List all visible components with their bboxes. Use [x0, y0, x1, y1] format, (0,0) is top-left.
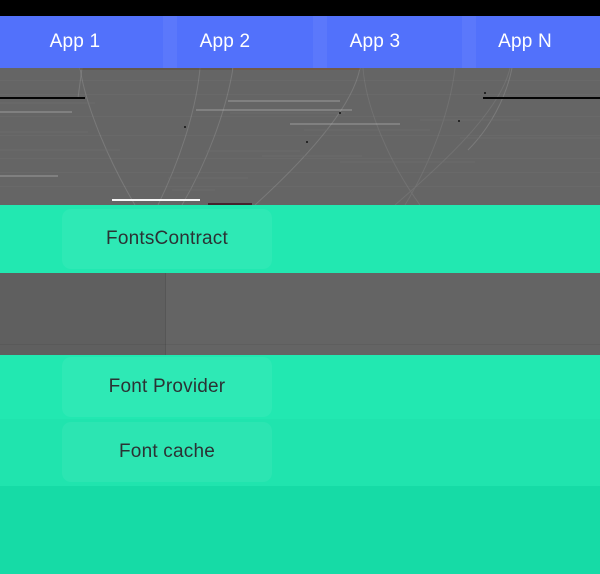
band-gray-seam: [165, 273, 166, 355]
top-black-strip: [0, 0, 600, 16]
app-tab-n[interactable]: App N: [450, 16, 600, 68]
band-gray-left-edge: [0, 273, 166, 355]
card-font-provider-label: Font Provider: [108, 376, 226, 397]
app-tab-1-label: App 1: [49, 31, 101, 52]
app-tab-3[interactable]: App 3: [300, 16, 450, 68]
card-font-cache-label: Font cache: [119, 441, 215, 462]
app-tab-1[interactable]: App 1: [0, 16, 150, 68]
band-font-cache: Font cache: [0, 419, 600, 486]
band-fontscontract: FontsContract: [0, 205, 600, 273]
blurred-connector-zone: [0, 68, 600, 205]
band-gray-blank: [0, 273, 600, 355]
card-font-cache[interactable]: Font cache: [62, 422, 272, 482]
app-tab-n-label: App N: [498, 31, 552, 52]
band-font-provider: Font Provider: [0, 355, 600, 419]
app-tab-separator: [462, 16, 476, 68]
app-tab-2[interactable]: App 2: [150, 16, 300, 68]
card-font-provider[interactable]: Font Provider: [62, 357, 272, 417]
app-tab-separator: [163, 16, 177, 68]
card-fontscontract-label: FontsContract: [106, 228, 228, 249]
card-fontscontract[interactable]: FontsContract: [62, 209, 272, 269]
app-tab-separator: [313, 16, 327, 68]
app-row: App 1 App 2 App 3 App N: [0, 16, 600, 68]
app-tab-2-label: App 2: [199, 31, 251, 52]
connector-arcs: [0, 68, 600, 205]
band-bottom-fill: [0, 486, 600, 574]
app-tab-3-label: App 3: [349, 31, 401, 52]
